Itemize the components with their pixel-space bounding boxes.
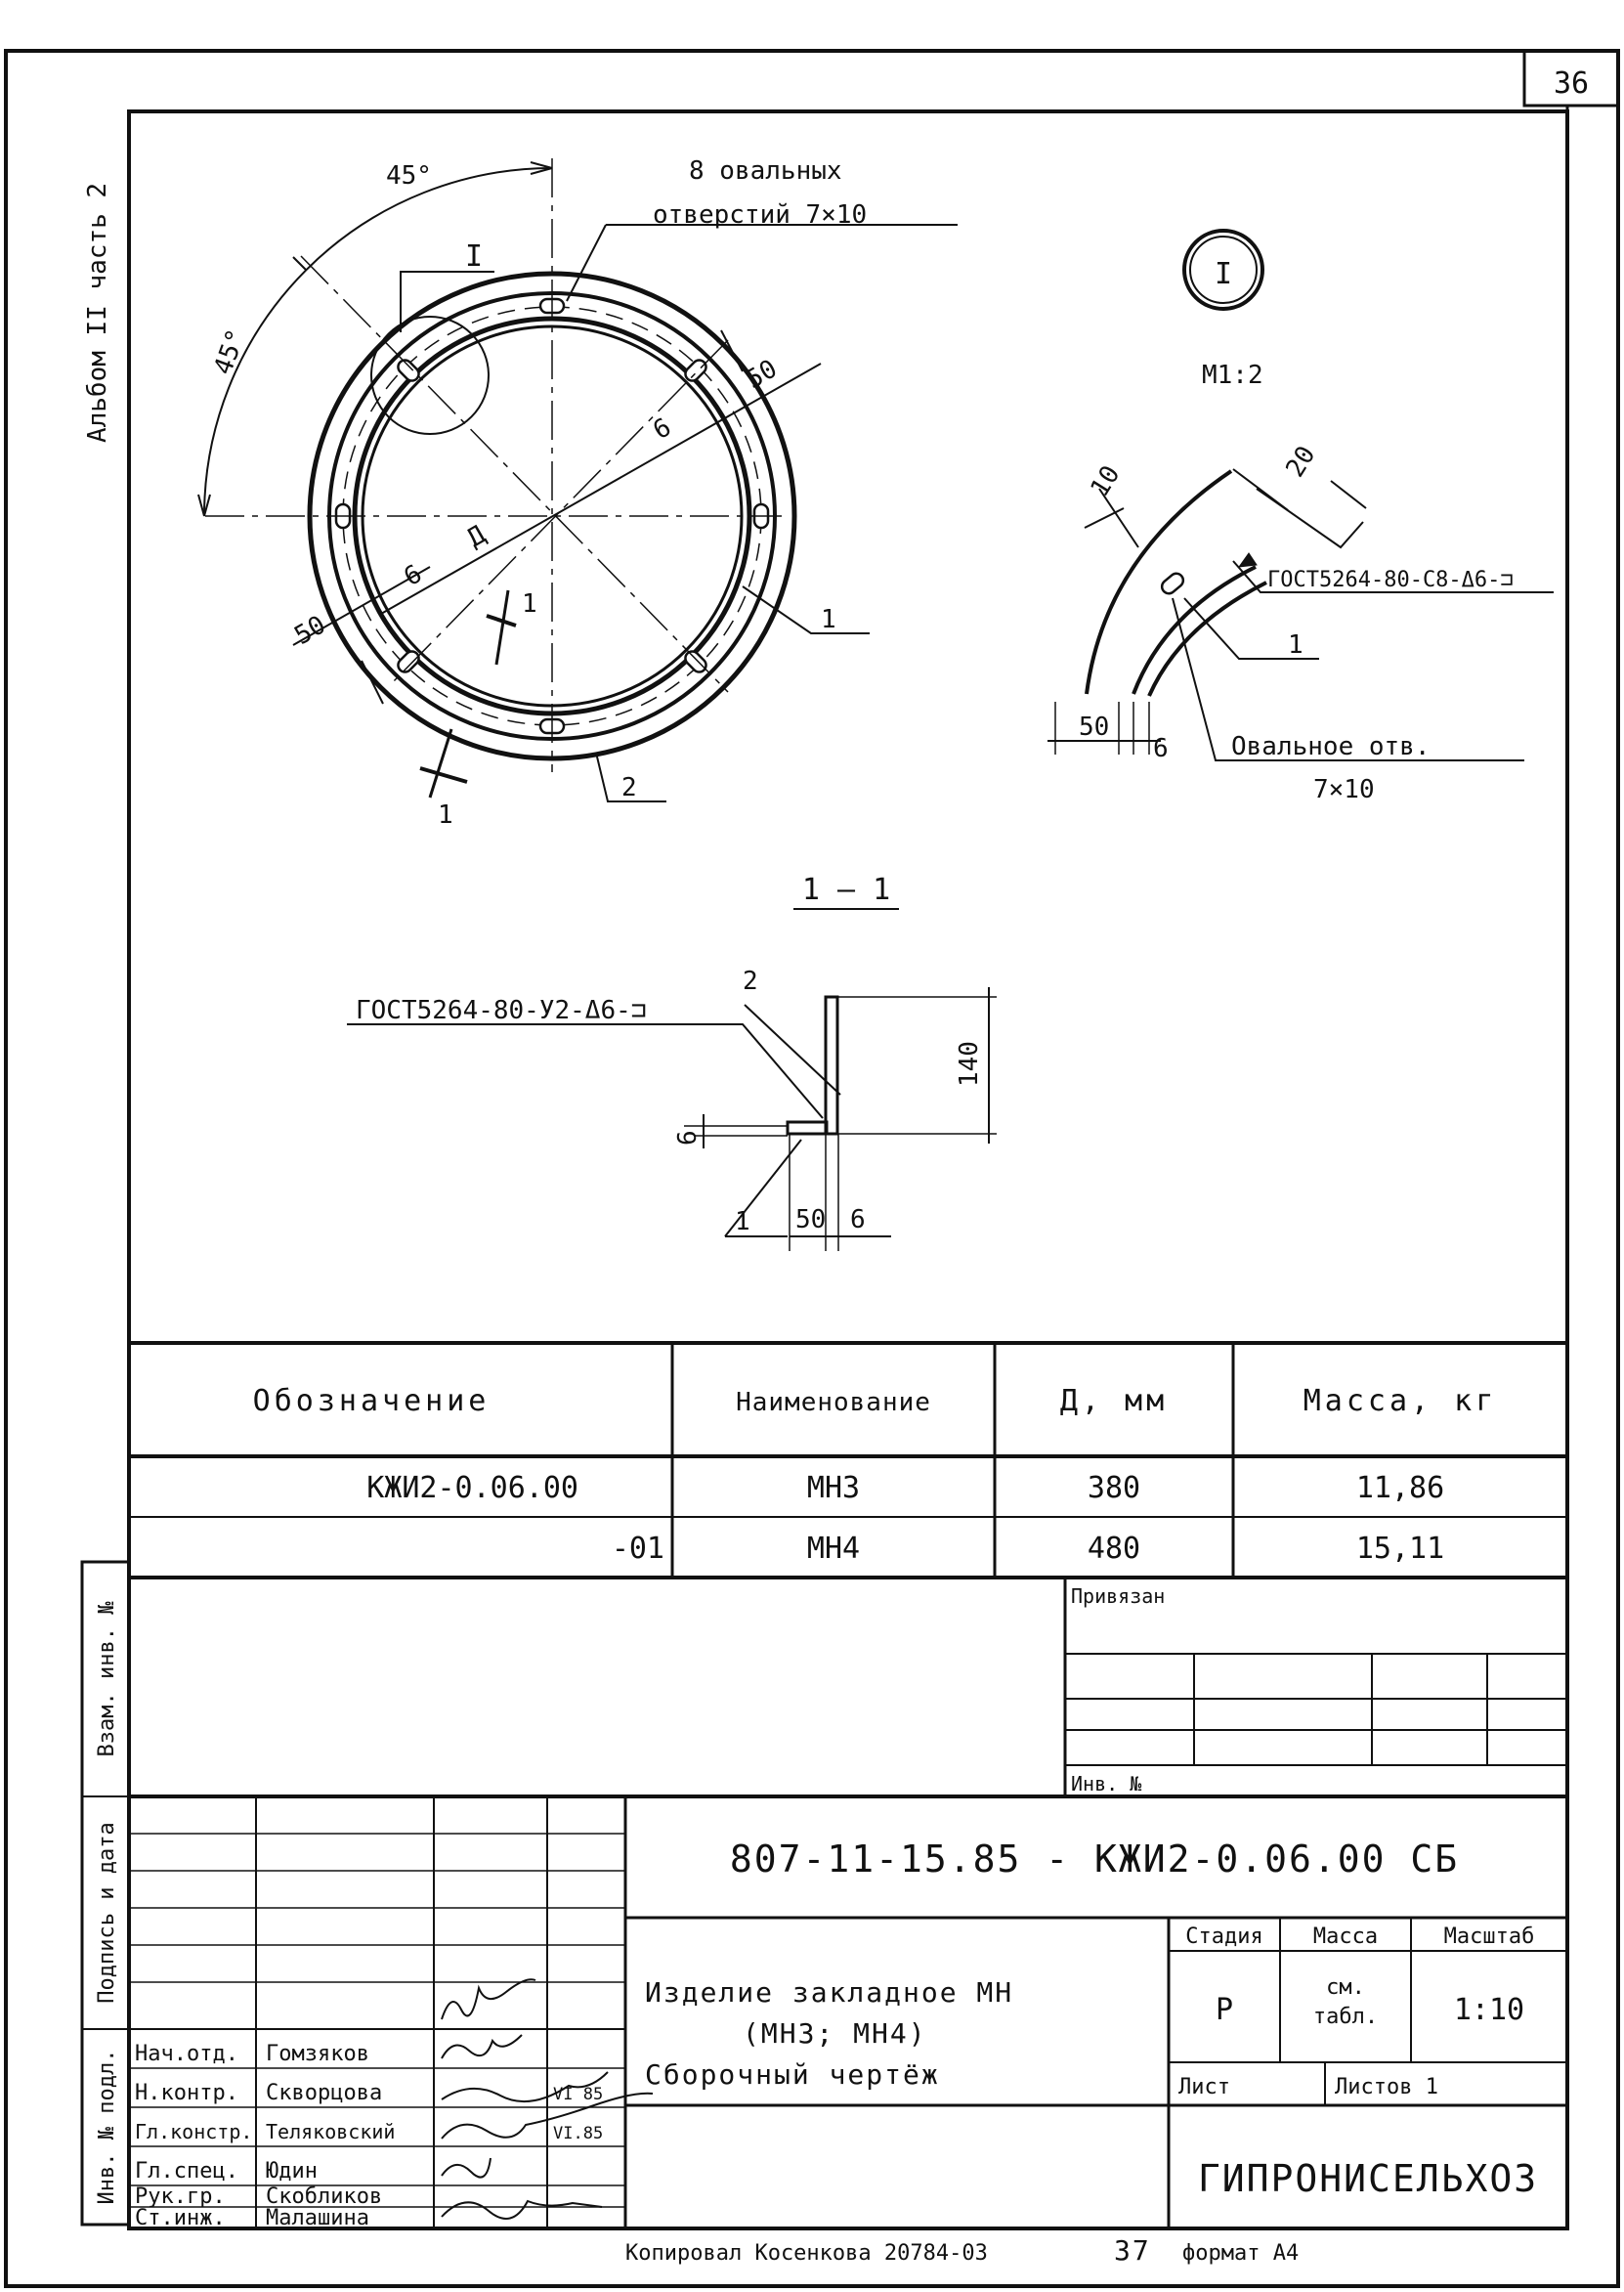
section-position-2: 2: [743, 967, 758, 996]
mass-value-2: табл.: [1313, 2005, 1378, 2029]
spec-header-mass: Масса, кг: [1303, 1384, 1498, 1418]
position-1: 1: [821, 605, 836, 634]
album-label: Альбом II часть 2: [83, 183, 112, 443]
staff-name: Скворцова: [266, 2081, 382, 2105]
holes-note-2: отверстий 7×10: [653, 200, 867, 230]
dim-6-right: 6: [649, 412, 677, 446]
table-cell: -01: [612, 1532, 664, 1566]
detail-dim-50: 50: [1079, 713, 1109, 742]
detail-position-1: 1: [1288, 630, 1303, 660]
item-name-3: Сборочный чертёж: [645, 2058, 940, 2091]
mass-value-1: см.: [1326, 1975, 1365, 2000]
staff-date: VI.85: [553, 2124, 603, 2143]
title-block: [129, 1795, 1567, 2228]
detail-marker: I: [1215, 257, 1232, 291]
staff-role: Нач.отд.: [135, 2042, 238, 2066]
section-position-1: 1: [735, 1207, 750, 1236]
ring-plan-view: [197, 158, 958, 802]
table-cell: МН3: [807, 1471, 860, 1505]
item-name-2: (МН3; МН4): [743, 2017, 927, 2050]
table-cell: МН4: [807, 1532, 860, 1566]
table-cell: 380: [1088, 1471, 1140, 1505]
position-2: 2: [621, 773, 637, 802]
staff-role: Рук.гр.: [135, 2184, 226, 2209]
sheet-number: 36: [1554, 66, 1589, 101]
angle-label-top: 45°: [386, 161, 432, 191]
stamp-original-inventory: Инв. № подл.: [95, 2050, 119, 2205]
section-view: [347, 908, 997, 1251]
staff-name: Гомзяков: [266, 2042, 369, 2066]
section-dim-6-left: 6: [673, 1130, 703, 1146]
detail-dim-6: 6: [1153, 734, 1169, 763]
stamp-replace-inventory: Взам. инв. №: [95, 1602, 119, 1757]
paper-format: формат А4: [1182, 2241, 1299, 2266]
spec-header-name: Наименование: [736, 1388, 931, 1417]
spec-header-designation: Обозначение: [253, 1384, 491, 1418]
dim-50-left: 50: [290, 610, 331, 651]
organization: ГИПРОНИСЕЛЬХОЗ: [1198, 2157, 1538, 2200]
oval-hole: [397, 359, 420, 382]
table-cell: 480: [1088, 1532, 1140, 1566]
staff-name: Малашина: [266, 2206, 369, 2230]
spec-table: [129, 1341, 1567, 1579]
staff-date: VI 85: [553, 2085, 603, 2104]
drawing-code: 807-11-15.85 - КЖИ2-0.06.00 СБ: [730, 1838, 1459, 1881]
table-cell: 15,11: [1356, 1532, 1444, 1566]
staff-name: Юдин: [266, 2159, 318, 2184]
oval-hole: [684, 359, 707, 382]
detail-callout: I: [465, 239, 483, 274]
staff-name: Теляковский: [266, 2120, 395, 2143]
copied-by: Копировал Косенкова 20784-03: [625, 2241, 988, 2266]
dim-d: Д: [463, 520, 491, 553]
inventory-label: Инв. №: [1071, 1772, 1142, 1795]
binding-box: [1063, 1578, 1567, 1796]
staff-role: Гл.спец.: [135, 2159, 238, 2184]
scale-header: Масштаб: [1444, 1924, 1535, 1949]
binding-label: Привязан: [1071, 1584, 1165, 1608]
section-mark-top: 1: [522, 589, 537, 619]
stage-value: Р: [1216, 1993, 1233, 2027]
mass-header: Масса: [1313, 1924, 1378, 1949]
inner-border: [127, 109, 1569, 2230]
oval-note-1: Овальное отв.: [1231, 732, 1431, 761]
sheet-label: Лист: [1178, 2075, 1230, 2099]
table-cell: КЖИ2-0.06.00: [366, 1471, 578, 1505]
staff-role: Н.контр.: [135, 2081, 238, 2105]
stage-header: Стадия: [1185, 1924, 1262, 1949]
section-mark-bottom: 1: [438, 800, 453, 830]
oval-hole: [397, 650, 420, 673]
oval-hole: [684, 650, 707, 673]
outer-border: [4, 49, 1620, 2288]
oval-note-2: 7×10: [1313, 775, 1375, 804]
scale-value: 1:10: [1454, 1993, 1524, 2027]
section-weld-note: ГОСТ5264-80-У2-Δ6-⊐: [356, 996, 646, 1025]
page-index: 37: [1114, 2234, 1151, 2267]
sheets-label: Листов 1: [1335, 2075, 1438, 2099]
spec-header-diameter: Д, мм: [1060, 1384, 1168, 1418]
stamp-signature-date: Подпись и дата: [95, 1822, 119, 2003]
section-dim-140: 140: [955, 1041, 984, 1087]
detail-dim-10: 10: [1085, 460, 1126, 501]
staff-role: Гл.констр.: [135, 2120, 252, 2143]
detail-scale: М1:2: [1202, 361, 1263, 390]
side-stamps: [80, 1560, 131, 2227]
item-name-1: Изделие закладное МН: [645, 1976, 1013, 2009]
table-cell: 11,86: [1356, 1471, 1444, 1505]
staff-role: Ст.инж.: [135, 2206, 226, 2230]
angle-label-left: 45°: [208, 325, 251, 378]
section-title: 1 – 1: [802, 873, 890, 907]
section-dim-6-bottom: 6: [850, 1205, 866, 1234]
detail-weld-note: ГОСТ5264-80-С8-Δ6-⊐: [1267, 568, 1514, 592]
handwritten-signatures: [441, 1978, 654, 2220]
staff-name: Скобликов: [266, 2184, 382, 2209]
section-dim-50: 50: [795, 1205, 826, 1234]
dim-6-left: 6: [400, 559, 428, 592]
detail-dim-20: 20: [1280, 441, 1321, 482]
detail-view: [1047, 229, 1554, 761]
holes-note-1: 8 овальных: [689, 156, 842, 186]
